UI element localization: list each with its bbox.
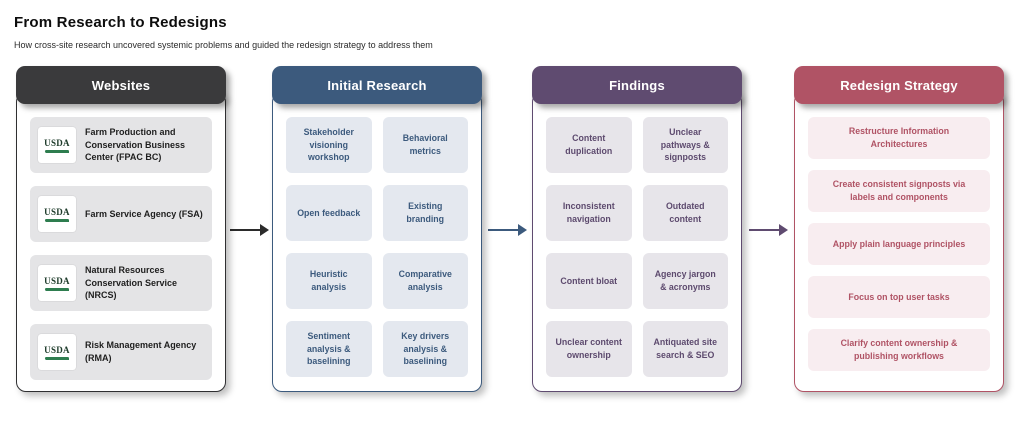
arrow-head xyxy=(778,224,788,236)
usda-logo: USDA xyxy=(38,127,76,163)
arrow-research-to-findings-icon xyxy=(482,224,532,236)
initial-research-column-header: Initial Research xyxy=(272,66,482,104)
list-item: Create consistent signposts via labels a… xyxy=(808,170,990,212)
list-item: Agency jargon & acronyms xyxy=(642,253,728,309)
websites-column-header: Websites xyxy=(16,66,226,104)
list-item: USDA Farm Service Agency (FSA) xyxy=(30,186,212,242)
usda-logo-text: USDA xyxy=(44,137,70,148)
list-item: Outdated content xyxy=(642,185,728,241)
usda-logo-text: USDA xyxy=(44,344,70,355)
usda-logo: USDA xyxy=(38,334,76,370)
list-item: Open feedback xyxy=(286,185,372,241)
list-item: USDA Farm Production and Conservation Bu… xyxy=(30,117,212,173)
websites-column-title: Websites xyxy=(91,77,151,93)
site-label: Farm Production and Conservation Busines… xyxy=(85,127,186,163)
usda-logo-text: USDA xyxy=(44,206,70,217)
list-item: Inconsistent navigation xyxy=(546,185,632,241)
flow-diagram: Websites USDA Farm Production and Conser… xyxy=(0,50,1024,392)
redesign-strategy-column-body: Restructure Information Architectures Cr… xyxy=(794,92,1004,392)
findings-column-header: Findings xyxy=(532,66,742,104)
list-item: Stakeholder visioning workshop xyxy=(286,117,372,173)
site-label: Farm Service Agency (FSA) xyxy=(85,208,203,219)
website-list: USDA Farm Production and Conservation Bu… xyxy=(30,117,212,380)
findings-column: Findings Content duplication Unclear pat… xyxy=(532,66,742,392)
list-item: Clarify content ownership & publishing w… xyxy=(808,329,990,371)
usda-logo: USDA xyxy=(38,265,76,301)
list-item: USDA Risk Management Agency (RMA) xyxy=(30,324,212,380)
list-item: Unclear pathways & signposts xyxy=(642,117,728,173)
usda-logo-text: USDA xyxy=(44,275,70,286)
initial-research-column: Initial Research Stakeholder visioning w… xyxy=(272,66,482,392)
usda-logo: USDA xyxy=(38,196,76,232)
research-grid: Stakeholder visioning workshop Behaviora… xyxy=(286,117,468,377)
list-item: Unclear content ownership xyxy=(546,321,632,377)
page-header: From Research to Redesigns How cross-sit… xyxy=(0,0,1024,50)
usda-logo-bar xyxy=(45,356,69,360)
list-item: Content duplication xyxy=(546,117,632,173)
list-item: Heuristic analysis xyxy=(286,253,372,309)
usda-logo-bar xyxy=(45,218,69,222)
strategy-list: Restructure Information Architectures Cr… xyxy=(808,117,990,371)
page-subtitle: How cross-site research uncovered system… xyxy=(14,40,433,50)
list-item: Sentiment analysis & baselining xyxy=(286,321,372,377)
list-item: Restructure Information Architectures xyxy=(808,117,990,159)
list-item: USDA Natural Resources Conservation Serv… xyxy=(30,255,212,311)
redesign-strategy-column: Redesign Strategy Restructure Informatio… xyxy=(794,66,1004,392)
arrow-line xyxy=(748,228,779,232)
list-item: Behavioral metrics xyxy=(382,117,468,173)
usda-logo-bar xyxy=(45,287,69,291)
list-item: Focus on top user tasks xyxy=(808,276,990,318)
site-label: Natural Resources Conservation Service (… xyxy=(85,265,178,301)
list-item: Comparative analysis xyxy=(382,253,468,309)
list-item: Content bloat xyxy=(546,253,632,309)
arrow-line xyxy=(487,228,518,232)
list-item: Existing branding xyxy=(382,185,468,241)
initial-research-column-body: Stakeholder visioning workshop Behaviora… xyxy=(272,92,482,392)
findings-column-title: Findings xyxy=(609,77,665,93)
arrow-head xyxy=(517,224,527,236)
websites-column: Websites USDA Farm Production and Conser… xyxy=(16,66,226,392)
arrow-websites-to-research-icon xyxy=(226,224,272,236)
site-label: Risk Management Agency (RMA) xyxy=(85,340,197,363)
websites-column-body: USDA Farm Production and Conservation Bu… xyxy=(16,92,226,392)
initial-research-column-title: Initial Research xyxy=(327,77,427,93)
findings-column-body: Content duplication Unclear pathways & s… xyxy=(532,92,742,392)
arrow-line xyxy=(229,228,260,232)
redesign-strategy-column-header: Redesign Strategy xyxy=(794,66,1004,104)
page-title: From Research to Redesigns xyxy=(14,14,227,31)
arrow-head xyxy=(259,224,269,236)
list-item: Key drivers analysis & baselining xyxy=(382,321,468,377)
list-item: Antiquated site search & SEO xyxy=(642,321,728,377)
usda-logo-bar xyxy=(45,149,69,153)
redesign-strategy-column-title: Redesign Strategy xyxy=(840,77,958,93)
arrow-findings-to-strategy-icon xyxy=(742,224,794,236)
findings-grid: Content duplication Unclear pathways & s… xyxy=(546,117,728,377)
list-item: Apply plain language principles xyxy=(808,223,990,265)
